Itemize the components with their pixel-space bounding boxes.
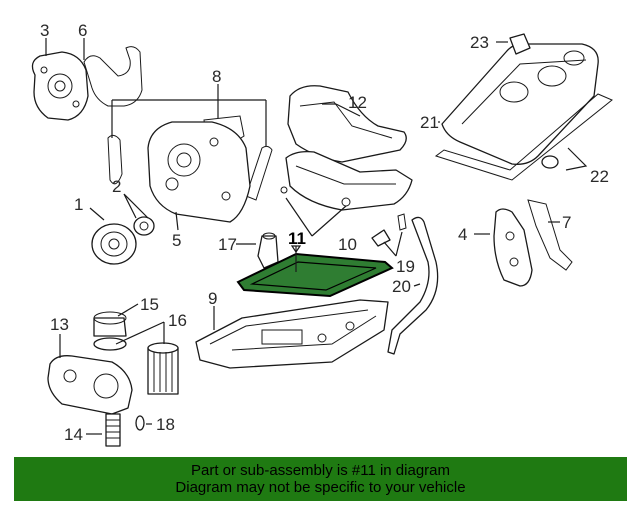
part-3-timing-cover [31,51,89,121]
banner-line-1: Part or sub-assembly is #11 in diagram [191,462,450,479]
callout-8: 8 [212,67,221,86]
part-13-filter-housing [47,355,133,415]
callout-labels: 3 6 8 12 23 21 22 2 1 5 17 11 10 4 7 19 … [40,21,609,444]
callout-14: 14 [64,425,83,444]
part-17-oil-level-sensor [257,232,279,269]
callout-22: 22 [590,167,609,186]
callout-17: 17 [218,235,237,254]
part-9-oil-pan [195,299,389,369]
callout-2: 2 [112,177,121,196]
part-15-filter-cap [93,311,127,351]
part-23-oil-filler-cap [509,33,531,55]
callout-23: 23 [470,33,489,52]
callout-15: 15 [140,295,159,314]
part-2-seal [133,216,155,236]
callout-5: 5 [172,231,181,250]
part-18-o-ring [135,415,145,431]
callout-7: 7 [562,213,571,232]
part-14-drain-screw [105,413,121,447]
callout-18: 18 [156,415,175,434]
callout-16: 16 [168,311,187,330]
leader-lines [45,38,588,435]
part-19-drain-plug [371,213,407,247]
callout-20: 20 [392,277,411,296]
part-22-valve-cover [434,43,613,181]
callout-21: 21 [420,113,439,132]
part-5-front-cover [147,121,251,223]
callout-9: 9 [208,289,217,308]
callout-10: 10 [338,235,357,254]
callout-19: 19 [396,257,415,276]
part-6-cover-gasket [83,46,143,107]
callout-13: 13 [50,315,69,334]
callout-3: 3 [40,21,49,40]
part-10-baffle [280,150,413,211]
part-16-oil-filter [147,342,179,395]
exploded-parts-diagram: 3 6 8 12 23 21 22 2 1 5 17 11 10 4 7 19 … [31,21,613,447]
part-4-side-cover [493,208,533,287]
part-info-banner: Part or sub-assembly is #11 in diagram D… [14,457,627,501]
callout-6: 6 [78,21,87,40]
callout-11: 11 [288,229,306,248]
banner-line-2: Diagram may not be specific to your vehi… [175,479,466,496]
part-20-dipstick-tube [387,216,439,355]
callout-1: 1 [74,195,83,214]
callout-4: 4 [458,225,467,244]
callout-12: 12 [348,93,367,112]
part-1-crankshaft-pulley [91,223,137,265]
part-7-side-gasket [527,199,573,271]
